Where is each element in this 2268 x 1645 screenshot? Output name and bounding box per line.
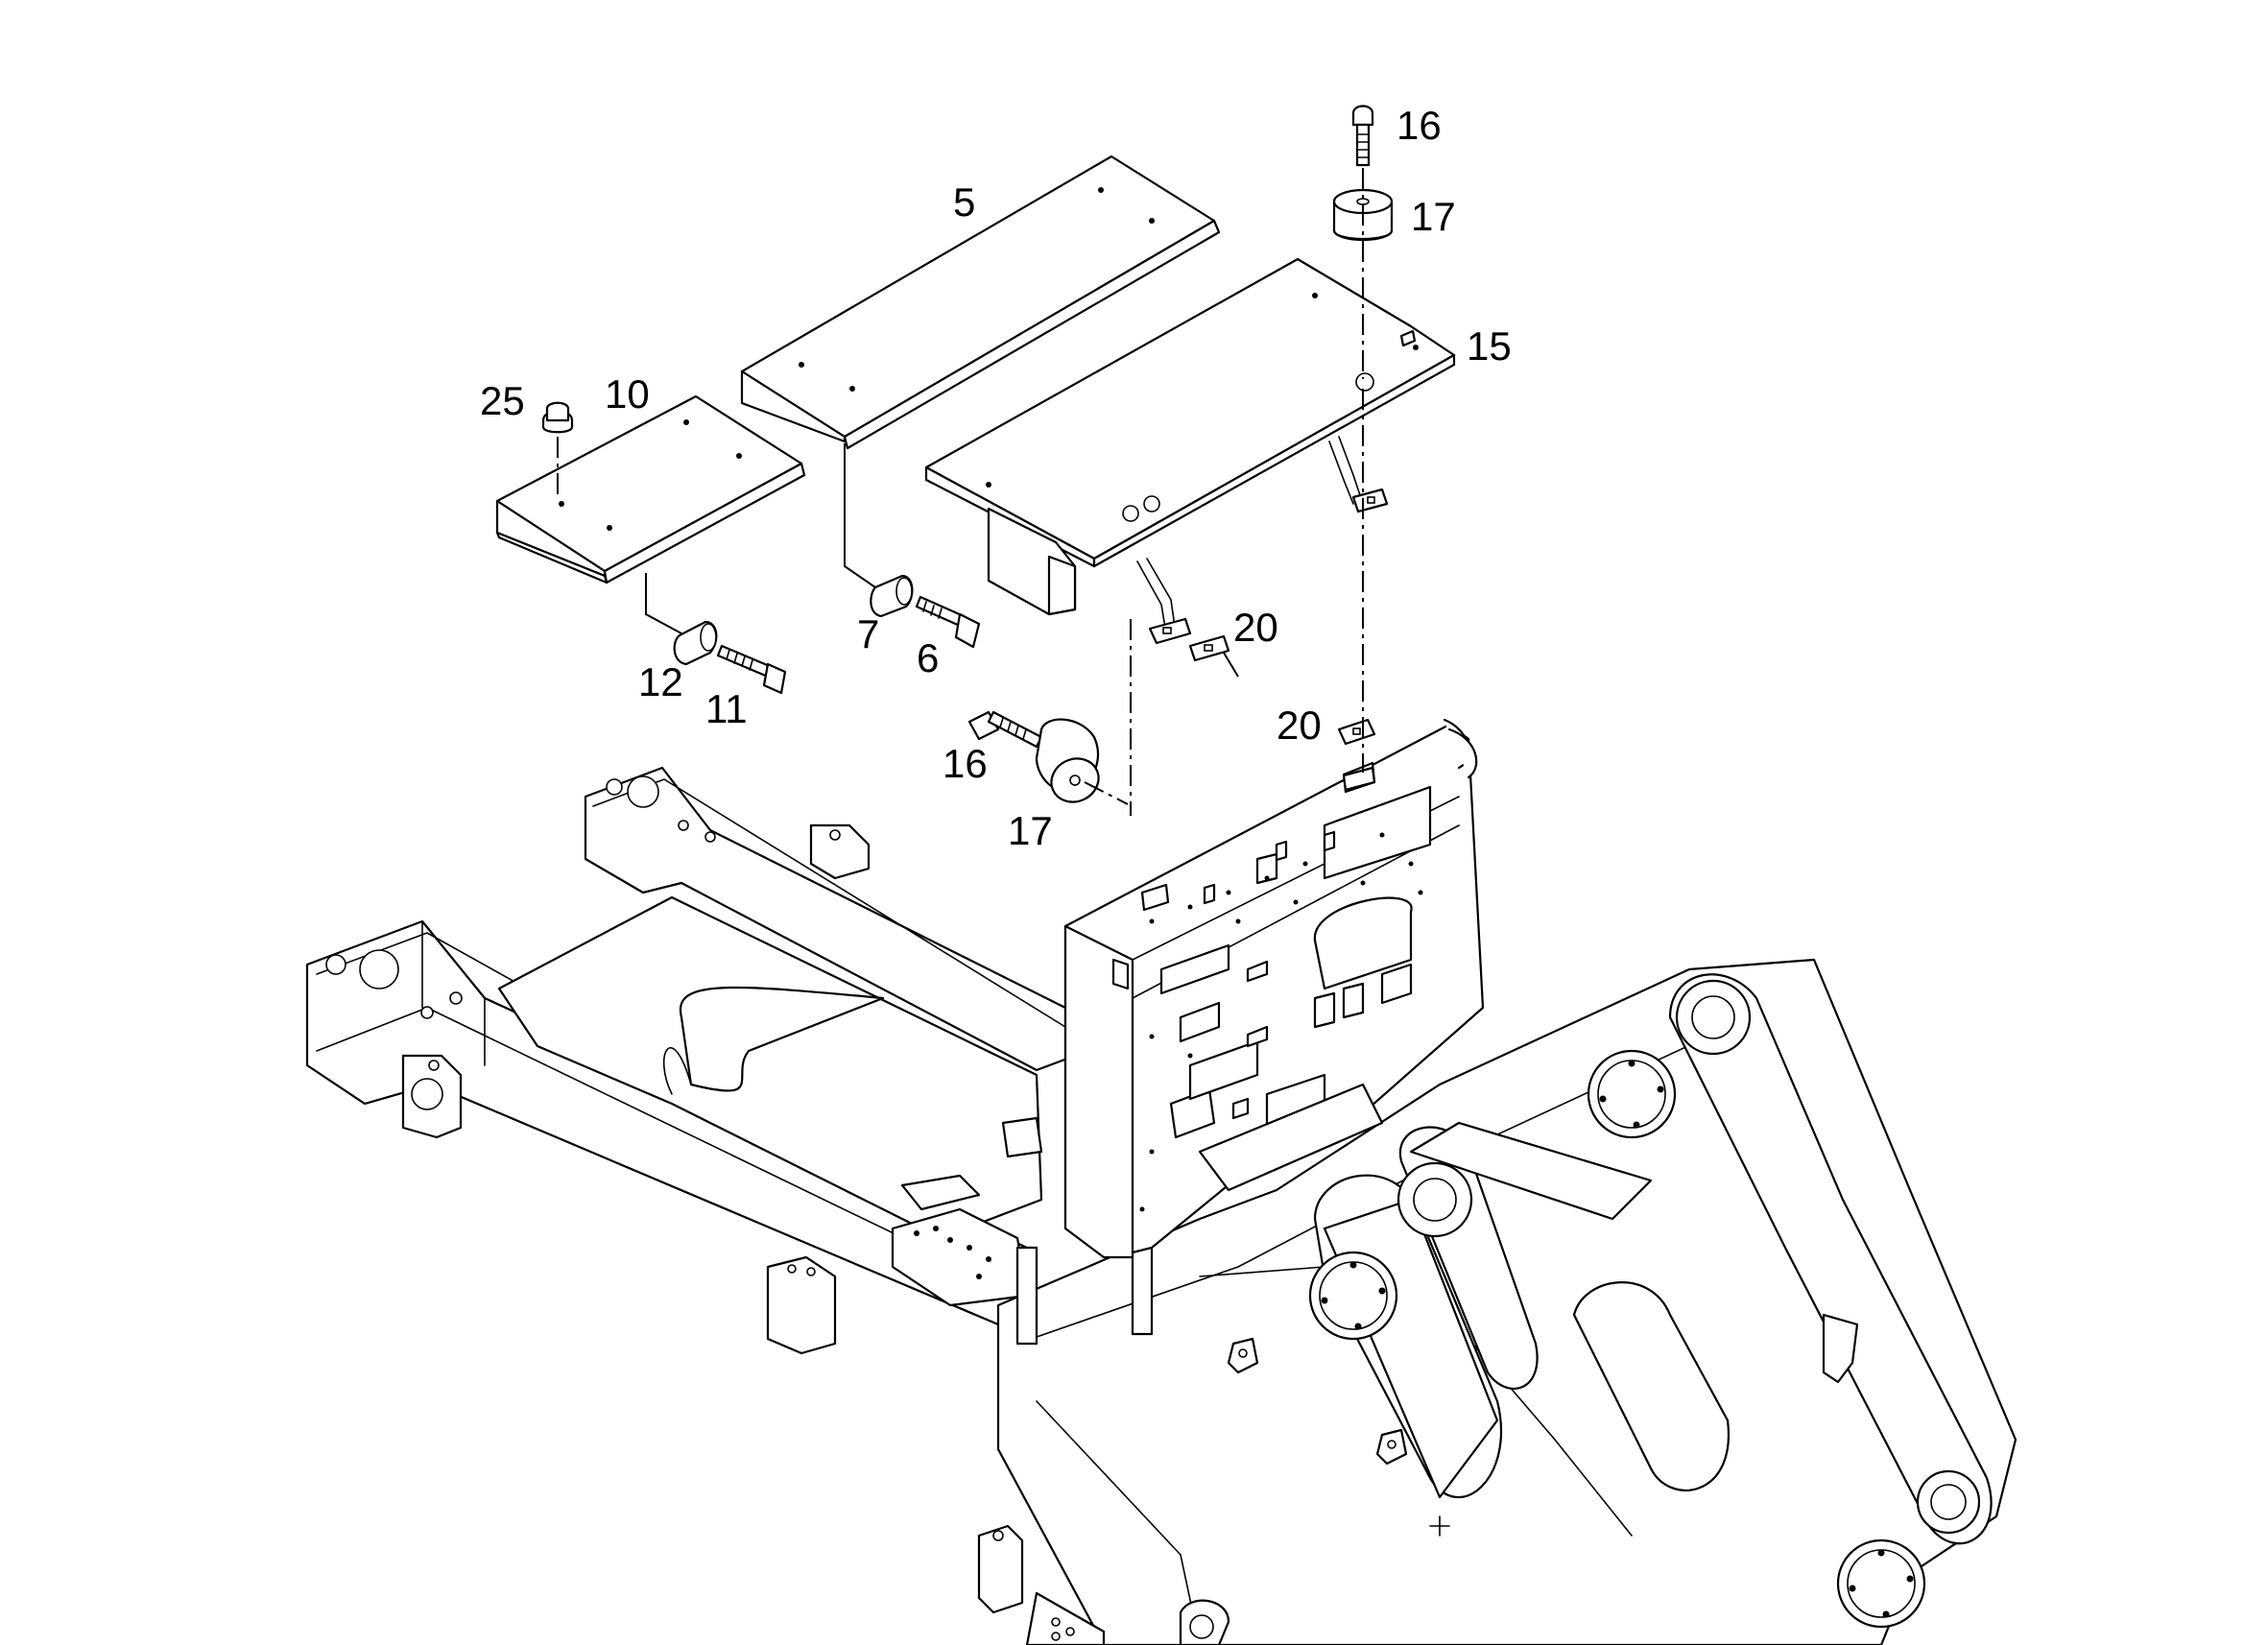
plug-25 [541, 401, 574, 434]
boss-mid [1587, 1049, 1677, 1139]
bolt-16-mid [967, 710, 1043, 749]
callout-16-top: 16 [1397, 103, 1442, 148]
bolt-6 [915, 595, 981, 649]
callout-6: 6 [917, 635, 939, 680]
spacer-7 [870, 574, 914, 618]
leader-lines [645, 389, 1364, 634]
plate-15 [924, 257, 1456, 634]
callout-7: 7 [857, 611, 879, 656]
plate-5 [740, 155, 1221, 450]
mount-17-top [1332, 188, 1394, 242]
clip-20-upper [1351, 488, 1389, 513]
callout-12: 12 [638, 659, 683, 704]
mount-17-mid [1035, 718, 1100, 803]
plate-10 [495, 394, 806, 584]
callout-25: 25 [480, 378, 525, 423]
callout-5: 5 [953, 179, 975, 225]
callout-20-right: 20 [1233, 605, 1278, 650]
bolt-16-top [1351, 105, 1374, 167]
machine-frame [305, 766, 2017, 1645]
clip-20-right [1148, 617, 1239, 678]
cab-support-frame [1063, 718, 1485, 1259]
callout-17-mid: 17 [1008, 808, 1053, 853]
callout-labels: 5 6 7 10 11 12 15 16 17 16 17 20 20 25 [480, 103, 1512, 853]
callout-11: 11 [705, 686, 748, 731]
callout-17-top: 17 [1411, 194, 1456, 239]
callout-10: 10 [605, 371, 650, 417]
center-lines [557, 168, 1364, 816]
callout-20-lower: 20 [1277, 703, 1322, 748]
spacer-12 [673, 620, 718, 666]
boss-right [1836, 1538, 1926, 1629]
callout-16-mid: 16 [943, 741, 988, 786]
boss-left [1308, 1251, 1398, 1341]
callout-15: 15 [1467, 323, 1512, 369]
clip-20-lower [1337, 718, 1376, 792]
bolt-11 [716, 644, 787, 695]
